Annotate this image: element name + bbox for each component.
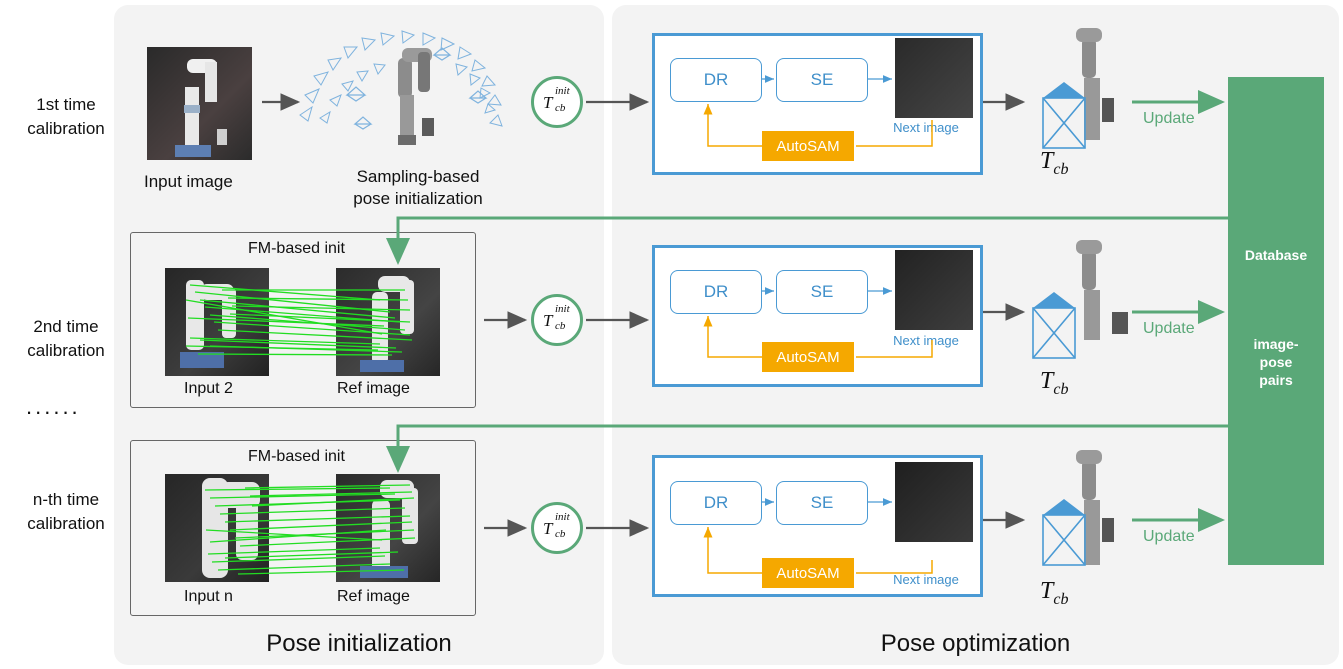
update-label-2: Update xyxy=(1143,320,1195,337)
dr-module-3: DR xyxy=(670,481,762,525)
tcb-label-1: Tcb xyxy=(1040,148,1069,178)
tcb-sub-2: cb xyxy=(1053,381,1069,398)
autosam-module-1: AutoSAM xyxy=(762,131,854,161)
ref-image-caption-2: Ref image xyxy=(337,380,410,397)
next-image-photo-2 xyxy=(895,250,973,330)
input-image-caption: Input image xyxy=(144,172,233,191)
section-title-pose-optimization: Pose optimization xyxy=(880,630,1071,657)
sampling-init-caption: Sampling-based pose initialization xyxy=(353,167,483,208)
input-n-caption: Input n xyxy=(184,588,233,605)
tinit-sub-2: cb xyxy=(555,320,566,332)
next-image-label-3: Next image xyxy=(893,572,959,587)
next-image-photo-3 xyxy=(895,462,973,542)
autosam-module-2: AutoSAM xyxy=(762,342,854,372)
tinit-base-1: T xyxy=(543,93,553,112)
database-title: Database xyxy=(1244,247,1308,263)
se-module-1: SE xyxy=(776,58,868,102)
input-image-photo xyxy=(147,47,252,160)
tcb-label-2: Tcb xyxy=(1040,368,1069,398)
tinit-base-3: T xyxy=(543,519,553,538)
ref-image-photo-3 xyxy=(336,474,440,582)
next-image-label-1: Next image xyxy=(893,120,959,135)
dr-module-2: DR xyxy=(670,270,762,314)
database-content: image- pose pairs xyxy=(1253,336,1299,388)
tcb-base-2: T xyxy=(1040,368,1054,394)
tinit-base-2: T xyxy=(543,311,553,330)
ref-image-photo-2 xyxy=(336,268,440,376)
tinit-sup-1: init xyxy=(555,85,570,97)
se-module-3: SE xyxy=(776,481,868,525)
fm-init-title-2: FM-based init xyxy=(248,240,345,257)
tcb-label-3: Tcb xyxy=(1040,578,1069,608)
tcb-sub-3: cb xyxy=(1053,591,1069,608)
autosam-module-3: AutoSAM xyxy=(762,558,854,588)
se-module-2: SE xyxy=(776,270,868,314)
ellipsis: ...... xyxy=(26,394,81,419)
tinit-sub-3: cb xyxy=(555,528,566,540)
update-label-3: Update xyxy=(1143,528,1195,545)
fm-init-title-3: FM-based init xyxy=(248,448,345,465)
tcb-base-3: T xyxy=(1040,578,1054,604)
tinit-sup-3: init xyxy=(555,511,570,523)
tcb-base-1: T xyxy=(1040,148,1054,174)
row-label-2: 2nd time calibration xyxy=(27,317,105,360)
next-image-photo-1 xyxy=(895,38,973,118)
input-2-caption: Input 2 xyxy=(184,380,233,397)
input-2-photo xyxy=(165,268,269,376)
row-label-1: 1st time calibration xyxy=(27,95,105,138)
tinit-sup-2: init xyxy=(555,303,570,315)
ref-image-caption-3: Ref image xyxy=(337,588,410,605)
row-label-3: n-th time calibration xyxy=(27,490,105,533)
dr-module-1: DR xyxy=(670,58,762,102)
input-n-photo xyxy=(165,474,269,582)
update-label-1: Update xyxy=(1143,110,1195,127)
tcb-sub-1: cb xyxy=(1053,161,1069,178)
robot-arm-photo-1 xyxy=(175,59,227,157)
tinit-sub-1: cb xyxy=(555,102,566,114)
section-title-pose-initialization: Pose initialization xyxy=(266,630,452,657)
next-image-label-2: Next image xyxy=(893,333,959,348)
database-panel: Database image- pose pairs xyxy=(1228,77,1324,565)
